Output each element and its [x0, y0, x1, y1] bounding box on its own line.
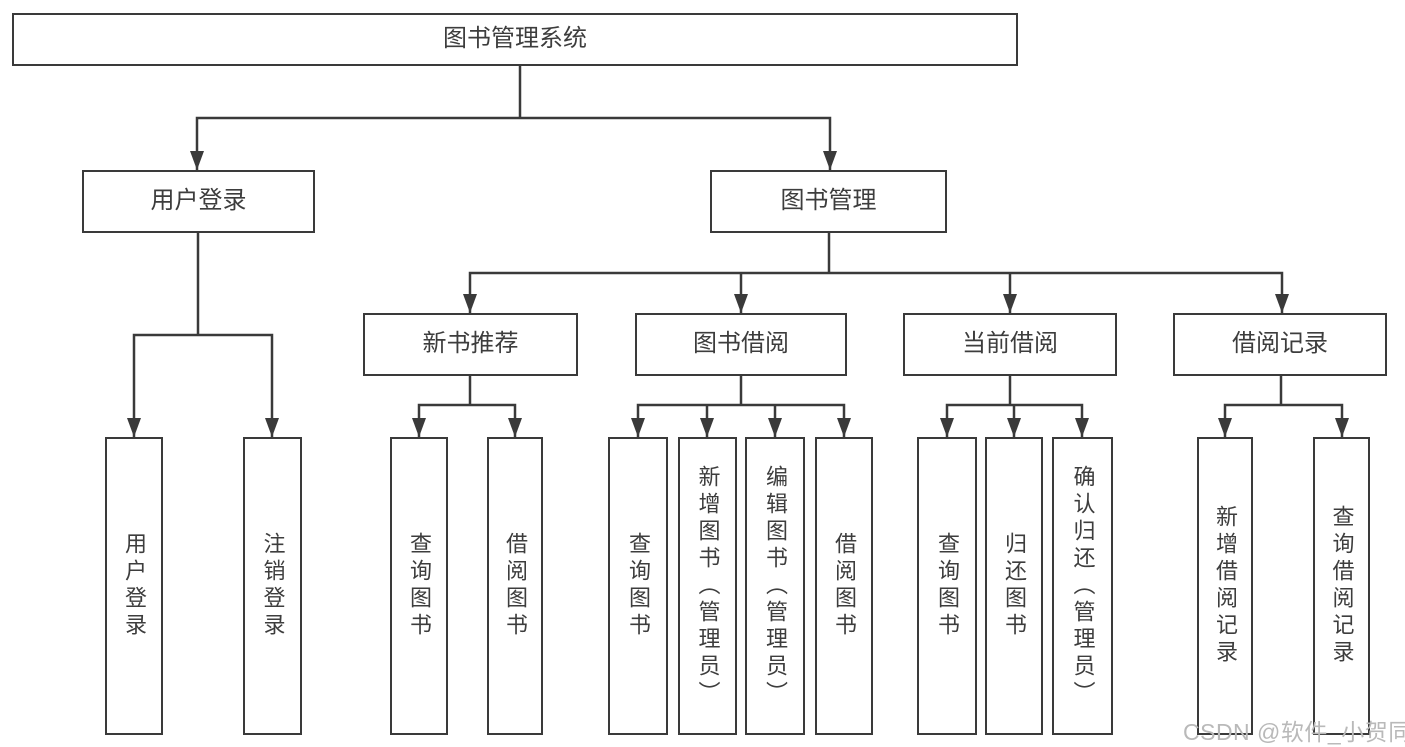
node-label: 用户登录: [122, 532, 147, 640]
leaf-records-query-record: 查询借阅记录: [1313, 437, 1370, 735]
node-label: 查询借阅记录: [1329, 505, 1355, 667]
leaf-records-add-record: 新增借阅记录: [1197, 437, 1253, 735]
node-label: 注销登录: [260, 532, 286, 640]
arrowhead: [412, 418, 426, 437]
arrowhead: [508, 418, 522, 437]
leaf-user-login: 用户登录: [105, 437, 163, 735]
connector-records-to-leaves: [1223, 376, 1344, 437]
arrowhead: [823, 151, 837, 170]
arrowhead: [1075, 418, 1089, 437]
node-label: 查询图书: [935, 532, 960, 640]
arrowhead: [1275, 294, 1289, 313]
leaf-borrow-edit-book-admin: 编辑图书（管理员）: [745, 437, 805, 735]
leaf-current-confirm-return-admin: 确认归还（管理员）: [1052, 437, 1113, 735]
arrowhead: [463, 294, 477, 313]
node-book-borrow: 图书借阅: [635, 313, 847, 376]
node-label: 新增借阅记录: [1213, 505, 1238, 667]
node-label: 借阅图书: [503, 532, 528, 640]
leaf-recommend-query-book: 查询图书: [390, 437, 448, 735]
connector-root-to-level2: [195, 66, 832, 170]
node-library-system: 图书管理系统: [12, 13, 1018, 66]
leaf-logout: 注销登录: [243, 437, 302, 735]
arrowheads: [127, 151, 1349, 437]
arrowhead: [1218, 418, 1232, 437]
node-label: 归还图书: [1002, 532, 1027, 640]
node-label: 当前借阅: [962, 330, 1058, 358]
node-label: 用户登录: [150, 187, 247, 215]
leaf-recommend-borrow-book: 借阅图书: [487, 437, 543, 735]
arrowhead: [734, 294, 748, 313]
connector-recommend-to-leaves: [417, 376, 517, 437]
node-label: 确认归还（管理员）: [1070, 464, 1096, 708]
arrowhead: [768, 418, 782, 437]
arrowhead: [837, 418, 851, 437]
arrowhead: [1335, 418, 1349, 437]
connector-login-to-leaves: [132, 233, 274, 437]
node-label: 新增图书（管理员）: [695, 464, 721, 708]
node-label: 编辑图书（管理员）: [763, 464, 788, 708]
leaf-borrow-borrow-book: 借阅图书: [815, 437, 873, 735]
csdn-watermark: CSDN @软件_小贺同学: [1183, 719, 1405, 745]
arrowhead: [1007, 418, 1021, 437]
arrowhead: [127, 418, 141, 437]
node-label: 借阅记录: [1232, 330, 1328, 358]
node-label: 借阅图书: [832, 532, 857, 640]
node-new-book-recommend: 新书推荐: [363, 313, 578, 376]
node-label: 图书管理系统: [443, 25, 587, 53]
connector-management-to-level3: [468, 233, 1284, 313]
node-current-borrow: 当前借阅: [903, 313, 1117, 376]
leaf-borrow-query-book: 查询图书: [608, 437, 668, 735]
arrowhead: [940, 418, 954, 437]
leaf-current-return-book: 归还图书: [985, 437, 1043, 735]
node-label: 图书借阅: [693, 330, 789, 358]
arrowhead: [190, 151, 204, 170]
node-label: 图书管理: [780, 187, 877, 215]
leaf-borrow-add-book-admin: 新增图书（管理员）: [678, 437, 737, 735]
leaf-current-query-book: 查询图书: [917, 437, 977, 735]
arrowhead: [631, 418, 645, 437]
node-label: 查询图书: [626, 532, 651, 640]
arrowhead: [265, 418, 279, 437]
arrowhead: [700, 418, 714, 437]
node-label: 查询图书: [407, 532, 432, 640]
node-book-management: 图书管理: [710, 170, 947, 233]
node-borrow-records: 借阅记录: [1173, 313, 1387, 376]
node-label: 新书推荐: [422, 330, 519, 358]
connector-borrow-to-leaves: [636, 376, 846, 437]
arrowhead: [1003, 294, 1017, 313]
node-user-login: 用户登录: [82, 170, 315, 233]
